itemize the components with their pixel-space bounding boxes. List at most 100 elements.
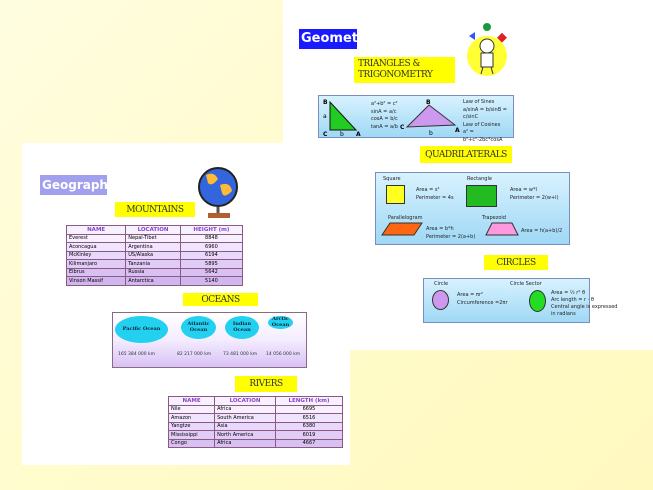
cell: 8848 (179, 233, 244, 243)
formula: tanA = a/b (371, 123, 398, 130)
circle-circumference: Circumference =2πr (457, 300, 508, 306)
column-header: NAME (65, 225, 127, 235)
column-header: LENGTH (km) (274, 396, 344, 406)
cell: Russia (125, 267, 181, 277)
rectangle-shape (466, 185, 497, 207)
circle-shape (432, 290, 449, 310)
cell: 6019 (274, 430, 344, 440)
oceans-label: OCEANS (183, 293, 258, 306)
mountains-label: MOUNTAINS (115, 202, 195, 217)
cell: 5642 (179, 267, 244, 277)
parallelogram-shape (381, 222, 423, 236)
parallelogram-name: Parallelogram (388, 215, 423, 221)
svg-text:B: B (323, 99, 328, 106)
cell: 4667 (274, 438, 344, 448)
ocean-atlantic: Atlantic Ocean (181, 316, 216, 339)
parallelogram-perimeter: Perimeter = 2(a+b) (426, 234, 476, 240)
square-name: Square (383, 176, 401, 182)
law-of-sines: a/sinA = b/sinB = c/sinC (463, 106, 507, 121)
cell: Vinson Massif (65, 276, 127, 286)
formula: cosA = b/c (371, 116, 398, 122)
triangles-label: TRIANGLES & TRIGONOMETRY (354, 57, 455, 83)
cell: 5140 (179, 276, 244, 286)
law-of-cosines: a² = b²+c²-2bc*cosA (463, 129, 503, 143)
square-perimeter: Perimeter = 4s (416, 195, 454, 201)
quadrilaterals-label: QUADRILATERALS (420, 146, 512, 163)
svg-text:B: B (426, 99, 431, 106)
ocean-area: 14 056 000 km (266, 352, 301, 357)
trapezoid-shape (485, 222, 519, 236)
cell: Mississippi (167, 430, 216, 440)
cell: 6695 (274, 404, 344, 414)
cell: Everest (65, 233, 127, 243)
cell: South America (214, 413, 276, 423)
cell: Aconcagua (65, 242, 127, 252)
cell: Africa (214, 438, 276, 448)
cell: Amazon (167, 413, 216, 423)
svg-text:A: A (455, 127, 460, 134)
ocean-area: 165 384 000 km (118, 352, 156, 357)
cell: Argentina (125, 242, 181, 252)
geometry-title: Geometry (299, 29, 373, 49)
cell: 5895 (179, 259, 244, 269)
cell: McKinley (65, 250, 127, 260)
law-of-cosines-title: Law of Cosines (463, 121, 501, 128)
svg-text:A: A (356, 131, 361, 136)
cell: Kilimanjaro (65, 259, 127, 269)
svg-text:b: b (429, 130, 433, 137)
sector-shape (529, 290, 546, 312)
rectangle-area: Area = w*l (510, 187, 537, 193)
square-shape (386, 185, 405, 204)
circle-area: Area = πr² (457, 292, 483, 298)
circles-label: CIRCLES (484, 255, 548, 270)
sector-name: Circle Sector (510, 281, 542, 287)
law-of-sines-title: Law of Sines (463, 99, 495, 105)
square-area: Area = s² (416, 187, 440, 193)
cell: Africa (214, 404, 276, 414)
svg-text:a: a (323, 113, 327, 120)
cell: Elbrus (65, 267, 127, 277)
sector-note: Central angle is expressed (551, 304, 618, 310)
cell: Tanzania (125, 259, 181, 269)
rectangle-perimeter: Perimeter = 2(w+l) (510, 195, 559, 201)
ocean-indian: Indian Ocean (225, 316, 259, 339)
trapezoid-name: Trapezoid (482, 215, 506, 221)
circle-name: Circle (434, 281, 449, 287)
rivers-label: RIVERS (235, 376, 297, 392)
cell: 6194 (179, 250, 244, 260)
cell: Nepal-Tibet (125, 233, 181, 243)
ocean-area: 82 217 000 km (177, 352, 212, 357)
ocean-area: 73 481 000 km (223, 352, 258, 357)
cell: Asia (214, 421, 276, 431)
juggler-clown-icon (467, 23, 507, 76)
parallelogram-area: Area = b*h (426, 226, 454, 232)
cell: US/Alaska (125, 250, 181, 260)
svg-text:C: C (323, 131, 328, 136)
geography-title: Geography (40, 175, 116, 195)
column-header: HEIGHT (m) (179, 225, 244, 235)
cell: Congo (167, 438, 216, 448)
column-header: LOCATION (125, 225, 181, 235)
column-header: LOCATION (214, 396, 276, 406)
ocean-pacific: Pacific Ocean (115, 316, 168, 343)
cell: 6516 (274, 413, 344, 423)
quadrilaterals-panel: Square Area = s² Perimeter = 4s Rectangle… (375, 172, 570, 245)
sector-area: Area = ½ r² θ (551, 290, 586, 296)
circles-panel: Circle Area = πr² Circumference =2πr Circ… (423, 278, 617, 323)
column-header: NAME (167, 396, 216, 406)
globe-icon (198, 167, 238, 218)
sector-note: in radians (551, 311, 576, 317)
rectangle-name: Rectangle (467, 176, 492, 182)
